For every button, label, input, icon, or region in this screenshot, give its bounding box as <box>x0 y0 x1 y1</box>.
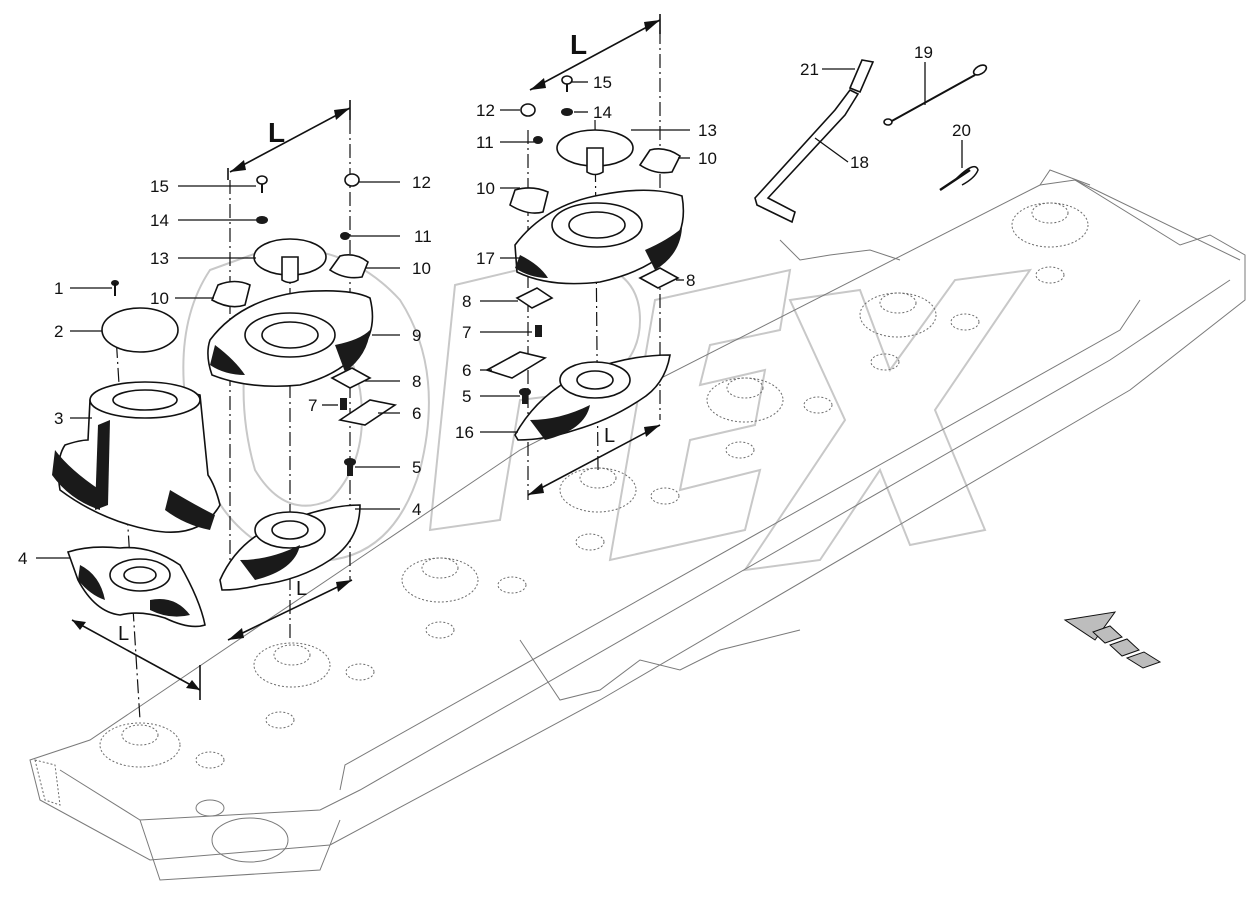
callout-6: 6 <box>462 361 471 380</box>
callout-14: 14 <box>150 211 169 230</box>
skid-plate-part-16 <box>514 354 671 441</box>
plate-part-8 <box>330 267 680 389</box>
callout-20: 20 <box>952 121 971 140</box>
callout-11: 11 <box>414 227 432 246</box>
callout-19: 19 <box>914 43 933 62</box>
skid-plate-middle <box>219 504 361 591</box>
callout-12: 12 <box>476 101 495 120</box>
hub-4 <box>559 441 755 513</box>
hub-1 <box>99 711 295 769</box>
hub-3 <box>401 533 605 603</box>
dimension-label-bottom-left: L <box>118 623 129 645</box>
callout-21: 21 <box>800 60 819 79</box>
knife-part-6 <box>337 351 548 426</box>
hub-2 <box>253 621 455 688</box>
bolt-part-5 <box>344 388 531 476</box>
rod-end-part-21 <box>848 59 875 94</box>
rod-part-18 <box>754 88 860 224</box>
callout-17: 17 <box>476 249 495 268</box>
callout-7: 7 <box>462 323 471 342</box>
cutter-bar-frame <box>29 169 1246 881</box>
callout-6: 6 <box>412 404 421 423</box>
disc-part-9 <box>207 290 374 388</box>
cover-disc <box>101 307 179 353</box>
washer-part-14 <box>256 108 573 224</box>
callout-13: 13 <box>698 121 717 140</box>
callout-10: 10 <box>476 179 495 198</box>
callout-4: 4 <box>412 500 421 519</box>
callout-12: 12 <box>412 173 431 192</box>
callout-8: 8 <box>462 292 471 311</box>
cap-part-13 <box>253 129 634 284</box>
callout-4: 4 <box>18 549 27 568</box>
bolt-part-15 <box>256 75 573 193</box>
callout-14: 14 <box>593 103 612 122</box>
callout-5: 5 <box>462 387 471 406</box>
callout-7: 7 <box>308 396 317 415</box>
hub-5 <box>706 353 900 423</box>
callout-9: 9 <box>412 326 421 345</box>
dimension-lines <box>71 14 661 700</box>
skid-plate-left <box>66 546 206 628</box>
dimension-label-bottom-right: L <box>604 425 615 447</box>
callout-18: 18 <box>850 153 869 172</box>
disc-part-17 <box>514 189 685 285</box>
callout-1: 1 <box>54 279 63 298</box>
callout-8: 8 <box>686 271 695 290</box>
pin-part-20 <box>939 165 979 192</box>
hub-6 <box>859 266 1065 338</box>
blade-holder-part-10 <box>210 148 682 308</box>
callouts: 1 2 3 4 4 5 5 6 6 7 7 8 8 8 9 10 10 10 1… <box>18 43 971 568</box>
callout-10: 10 <box>412 259 431 278</box>
cable-part-19 <box>883 64 988 126</box>
bolt-part-7 <box>340 325 542 410</box>
callout-2: 2 <box>54 322 63 341</box>
callout-5: 5 <box>412 458 421 477</box>
nut-part-12 <box>344 103 536 187</box>
dimension-label-top-left: L <box>268 117 285 148</box>
callout-16: 16 <box>455 423 474 442</box>
callout-10: 10 <box>150 289 169 308</box>
callout-3: 3 <box>54 409 63 428</box>
screw-part-1 <box>111 280 119 296</box>
callout-13: 13 <box>150 249 169 268</box>
drum-housing <box>52 381 221 533</box>
nut-part-11 <box>340 136 543 240</box>
dimension-label-bottom-middle: L <box>296 578 307 600</box>
callout-15: 15 <box>593 73 612 92</box>
leader-lines <box>36 62 963 559</box>
callout-8: 8 <box>412 372 421 391</box>
direction-arrow <box>1063 611 1162 669</box>
callout-15: 15 <box>150 177 169 196</box>
dimension-label-top-right: L <box>570 29 587 60</box>
disc-hubs <box>99 202 1089 769</box>
hub-7 <box>1011 202 1089 248</box>
callout-10: 10 <box>698 149 717 168</box>
callout-11: 11 <box>476 133 494 152</box>
